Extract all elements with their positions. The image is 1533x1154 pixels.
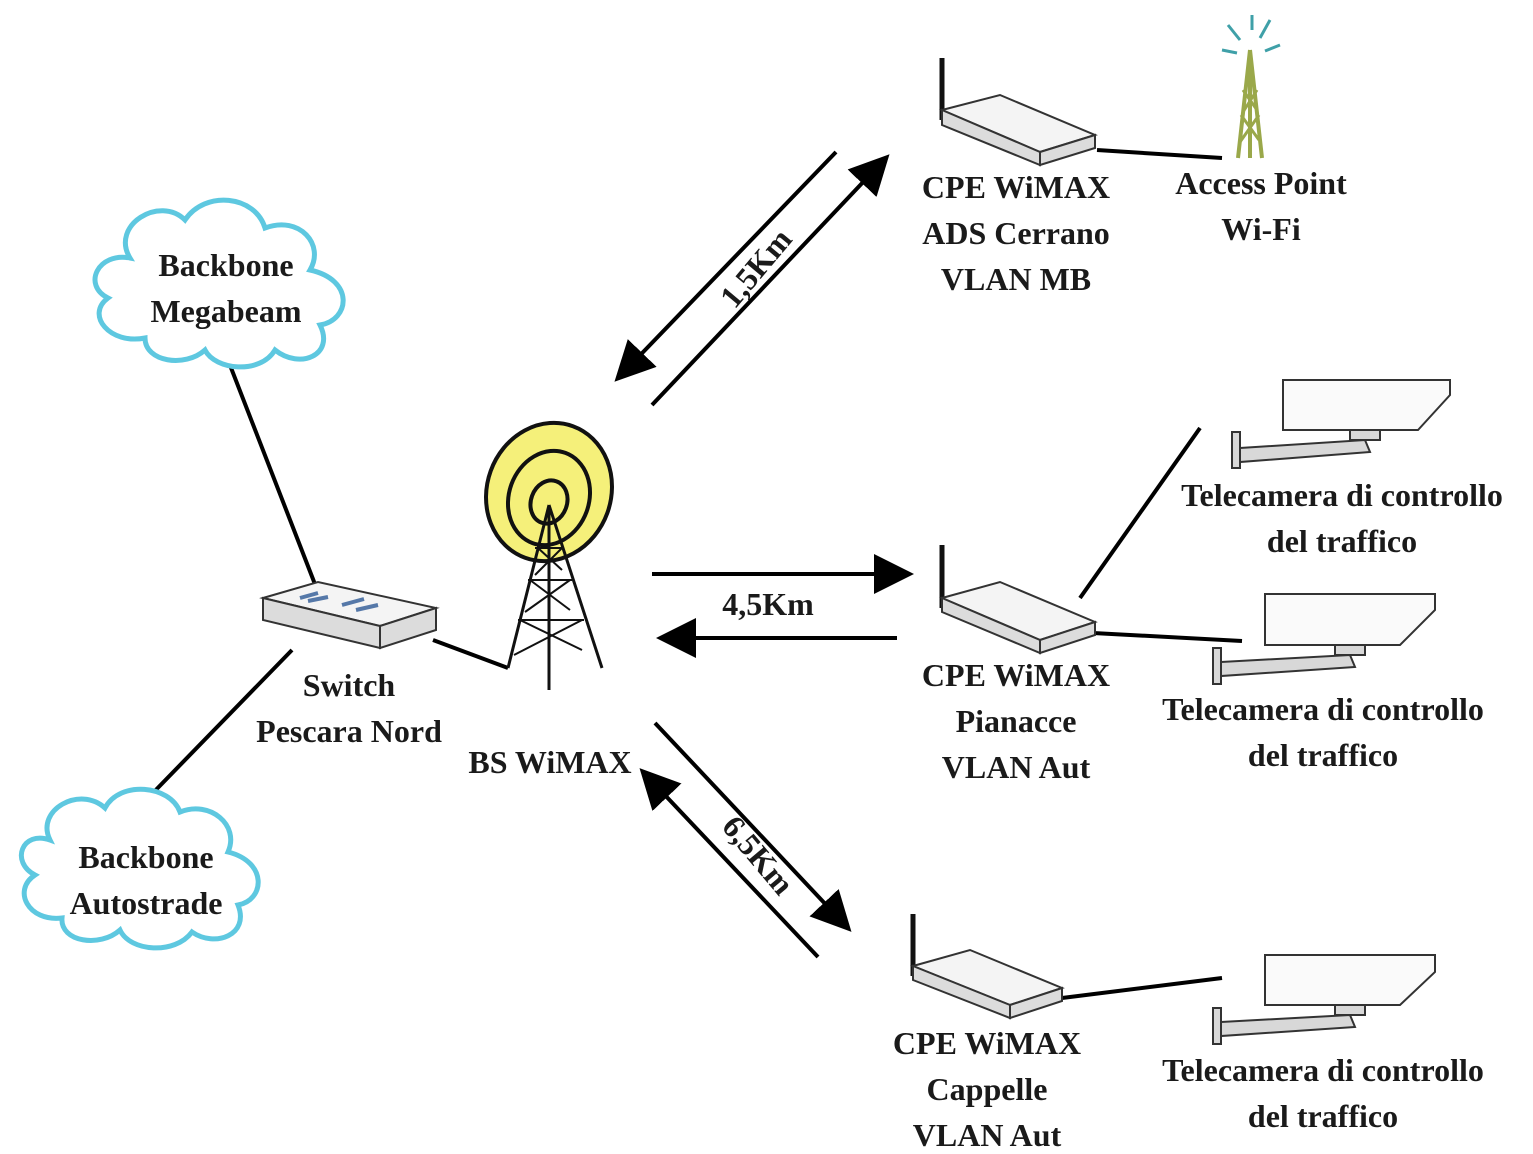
switch-label: Switch Pescara Nord bbox=[256, 667, 442, 749]
switch-icon bbox=[259, 580, 440, 650]
access-point-tower-icon bbox=[1221, 15, 1281, 159]
link-bottom-arrows bbox=[639, 721, 852, 959]
svg-text:CPE WiMAX: CPE WiMAX bbox=[893, 1025, 1081, 1061]
cpe-device-bottom-icon bbox=[909, 914, 1065, 1020]
cpe-device-top-icon bbox=[938, 58, 1098, 167]
link-top-arrows bbox=[614, 150, 890, 407]
camera-1-icon bbox=[1231, 379, 1451, 469]
svg-text:Pescara Nord: Pescara Nord bbox=[256, 713, 442, 749]
camera-3-icon bbox=[1212, 954, 1436, 1045]
svg-text:del traffico: del traffico bbox=[1248, 1098, 1398, 1134]
cloud-autostrade bbox=[18, 786, 261, 951]
svg-text:Telecamera di controllo: Telecamera di controllo bbox=[1181, 477, 1503, 513]
svg-text:Telecamera di controllo: Telecamera di controllo bbox=[1162, 1052, 1484, 1088]
access-point-label: Access Point Wi-Fi bbox=[1175, 165, 1347, 247]
svg-text:ADS Cerrano: ADS Cerrano bbox=[922, 215, 1110, 251]
link-bottom-distance: 6,5Km bbox=[715, 808, 802, 902]
cpe-top-label: CPE WiMAX ADS Cerrano VLAN MB bbox=[922, 169, 1110, 297]
svg-text:VLAN Aut: VLAN Aut bbox=[942, 749, 1091, 785]
svg-text:VLAN MB: VLAN MB bbox=[941, 261, 1091, 297]
svg-text:Megabeam: Megabeam bbox=[150, 293, 301, 329]
cpe-device-mid-icon bbox=[938, 545, 1098, 655]
svg-text:Autostrade: Autostrade bbox=[70, 885, 223, 921]
svg-text:Telecamera di controllo: Telecamera di controllo bbox=[1162, 691, 1484, 727]
svg-text:Backbone: Backbone bbox=[158, 247, 293, 283]
svg-text:del traffico: del traffico bbox=[1248, 737, 1398, 773]
camera-2-label: Telecamera di controllo del traffico bbox=[1162, 691, 1484, 773]
svg-text:Access Point: Access Point bbox=[1175, 165, 1347, 201]
svg-text:Switch: Switch bbox=[303, 667, 396, 703]
svg-text:CPE WiMAX: CPE WiMAX bbox=[922, 657, 1110, 693]
cloud-autostrade-label: Backbone Autostrade bbox=[70, 839, 223, 921]
svg-text:Wi-Fi: Wi-Fi bbox=[1221, 211, 1301, 247]
svg-text:del traffico: del traffico bbox=[1267, 523, 1417, 559]
svg-text:VLAN Aut: VLAN Aut bbox=[913, 1117, 1062, 1153]
camera-1-label: Telecamera di controllo del traffico bbox=[1181, 477, 1503, 559]
link-mid-distance: 4,5Km bbox=[722, 586, 814, 622]
cpe-bottom-label: CPE WiMAX Cappelle VLAN Aut bbox=[893, 1025, 1081, 1153]
svg-text:Pianacce: Pianacce bbox=[956, 703, 1077, 739]
bs-antenna-icon bbox=[484, 420, 614, 690]
link-mid-arrows bbox=[652, 554, 914, 658]
camera-2-icon bbox=[1212, 593, 1436, 685]
camera-3-label: Telecamera di controllo del traffico bbox=[1162, 1052, 1484, 1134]
cloud-megabeam-label: Backbone Megabeam bbox=[150, 247, 301, 329]
bs-label: BS WiMAX bbox=[468, 744, 631, 780]
cloud-megabeam bbox=[92, 197, 346, 370]
cpe-mid-label: CPE WiMAX Pianacce VLAN Aut bbox=[922, 657, 1110, 785]
svg-text:Cappelle: Cappelle bbox=[927, 1071, 1048, 1107]
connection-lines bbox=[146, 148, 1243, 1000]
svg-text:CPE WiMAX: CPE WiMAX bbox=[922, 169, 1110, 205]
svg-text:Backbone: Backbone bbox=[78, 839, 213, 875]
